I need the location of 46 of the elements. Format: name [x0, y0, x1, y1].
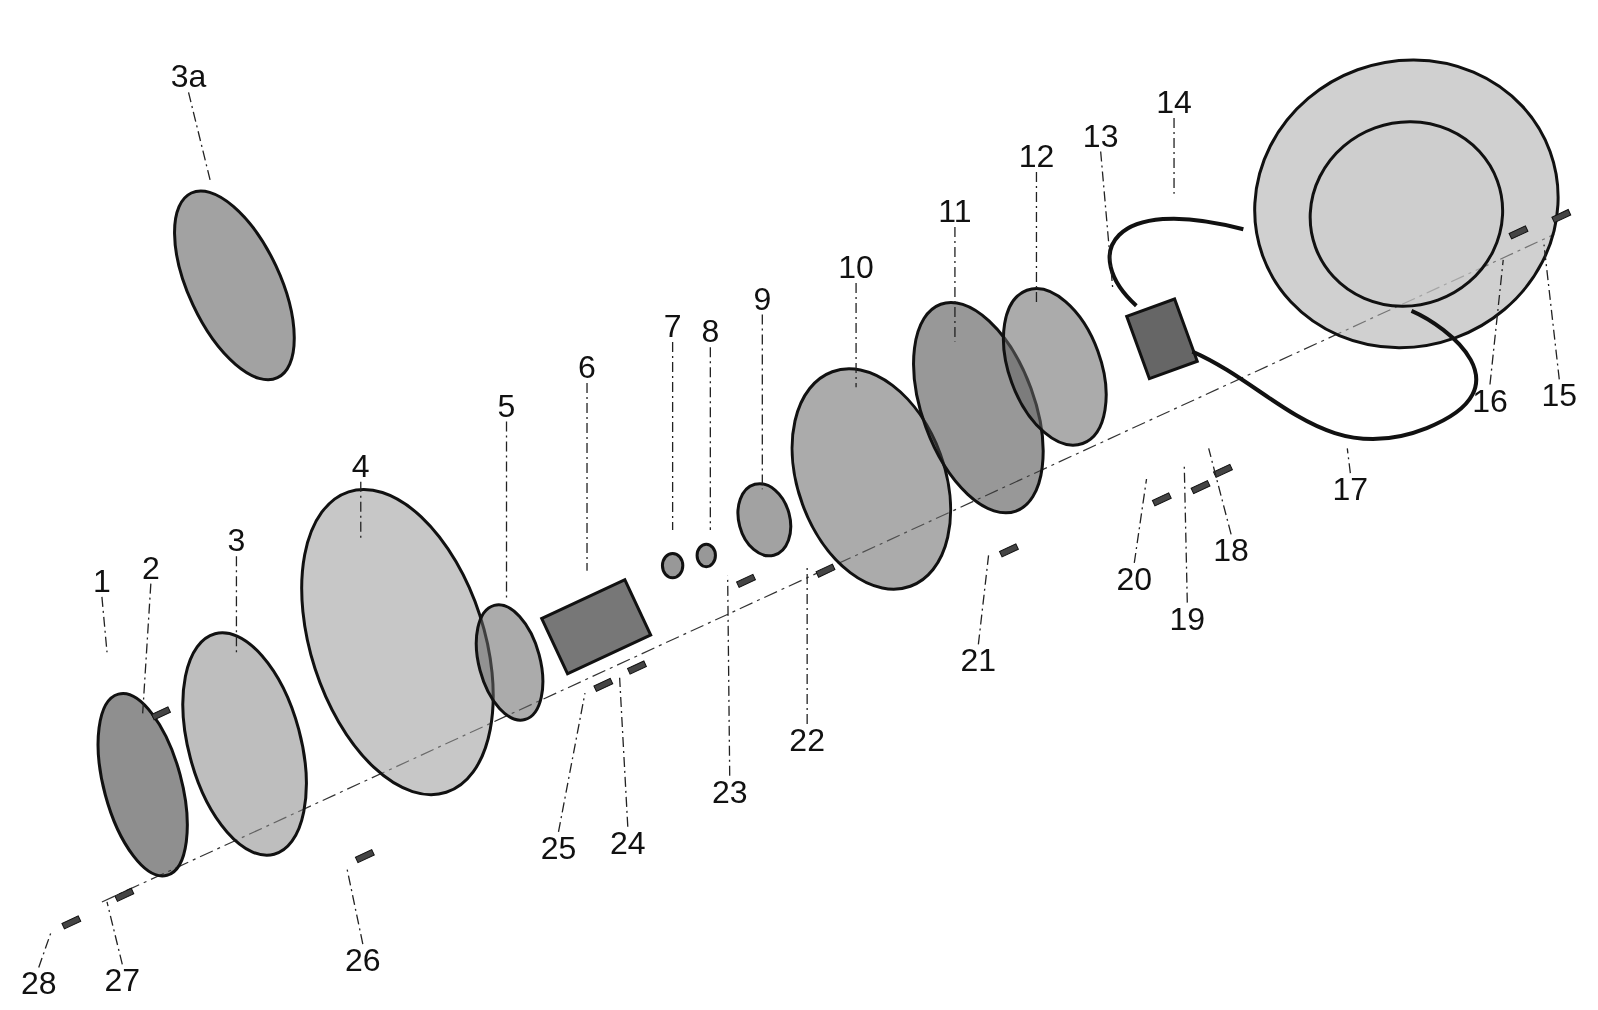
leader-line — [672, 341, 674, 531]
callout-number: 3 — [214, 524, 259, 557]
callout-number: 18 — [1209, 534, 1254, 567]
callout-number: 20 — [1112, 562, 1157, 595]
callout-number: 2 — [128, 551, 173, 584]
leader-line — [586, 382, 588, 572]
leader-line — [1173, 117, 1175, 195]
leader-line — [235, 555, 238, 653]
callout-number: 24 — [605, 826, 650, 859]
callout-number: 23 — [707, 775, 752, 808]
callout-number: 27 — [100, 964, 145, 997]
callout-number: 13 — [1078, 119, 1123, 152]
callout-number: 25 — [536, 831, 581, 864]
callout-number: 28 — [16, 967, 61, 1000]
callout-number: 15 — [1537, 379, 1582, 412]
callout-number: 11 — [932, 194, 977, 227]
leader-line — [1133, 478, 1148, 564]
leader-line — [709, 346, 711, 531]
callout-number: 9 — [740, 282, 785, 315]
leader-line — [1208, 447, 1232, 535]
callout-number: 22 — [785, 723, 830, 756]
callout-number: 10 — [834, 251, 879, 283]
callout-number: 26 — [340, 944, 385, 976]
leader-line — [106, 901, 123, 966]
leader-line — [142, 583, 152, 715]
leader-line — [101, 596, 108, 653]
callout-number: 21 — [956, 644, 1001, 677]
callout-number: 3a — [166, 60, 211, 93]
callout-number: 5 — [484, 389, 529, 422]
leader-line — [360, 481, 362, 541]
leader-line — [557, 692, 586, 833]
leader-line — [1489, 259, 1504, 386]
leader-line — [619, 677, 629, 828]
callout-number: 1 — [79, 564, 124, 597]
leader-line — [977, 554, 990, 646]
callout-number: 17 — [1328, 473, 1373, 506]
leader-line — [855, 282, 857, 388]
callout-number: 4 — [338, 449, 383, 482]
callout-number: 6 — [565, 350, 609, 383]
callout-number: 14 — [1152, 85, 1197, 118]
callout-number: 16 — [1467, 384, 1512, 417]
callout-number: 12 — [1014, 139, 1059, 172]
leader-line — [1346, 447, 1351, 474]
callout-number: 19 — [1165, 602, 1210, 635]
leader-line — [38, 931, 52, 969]
leader-line — [1543, 243, 1560, 381]
